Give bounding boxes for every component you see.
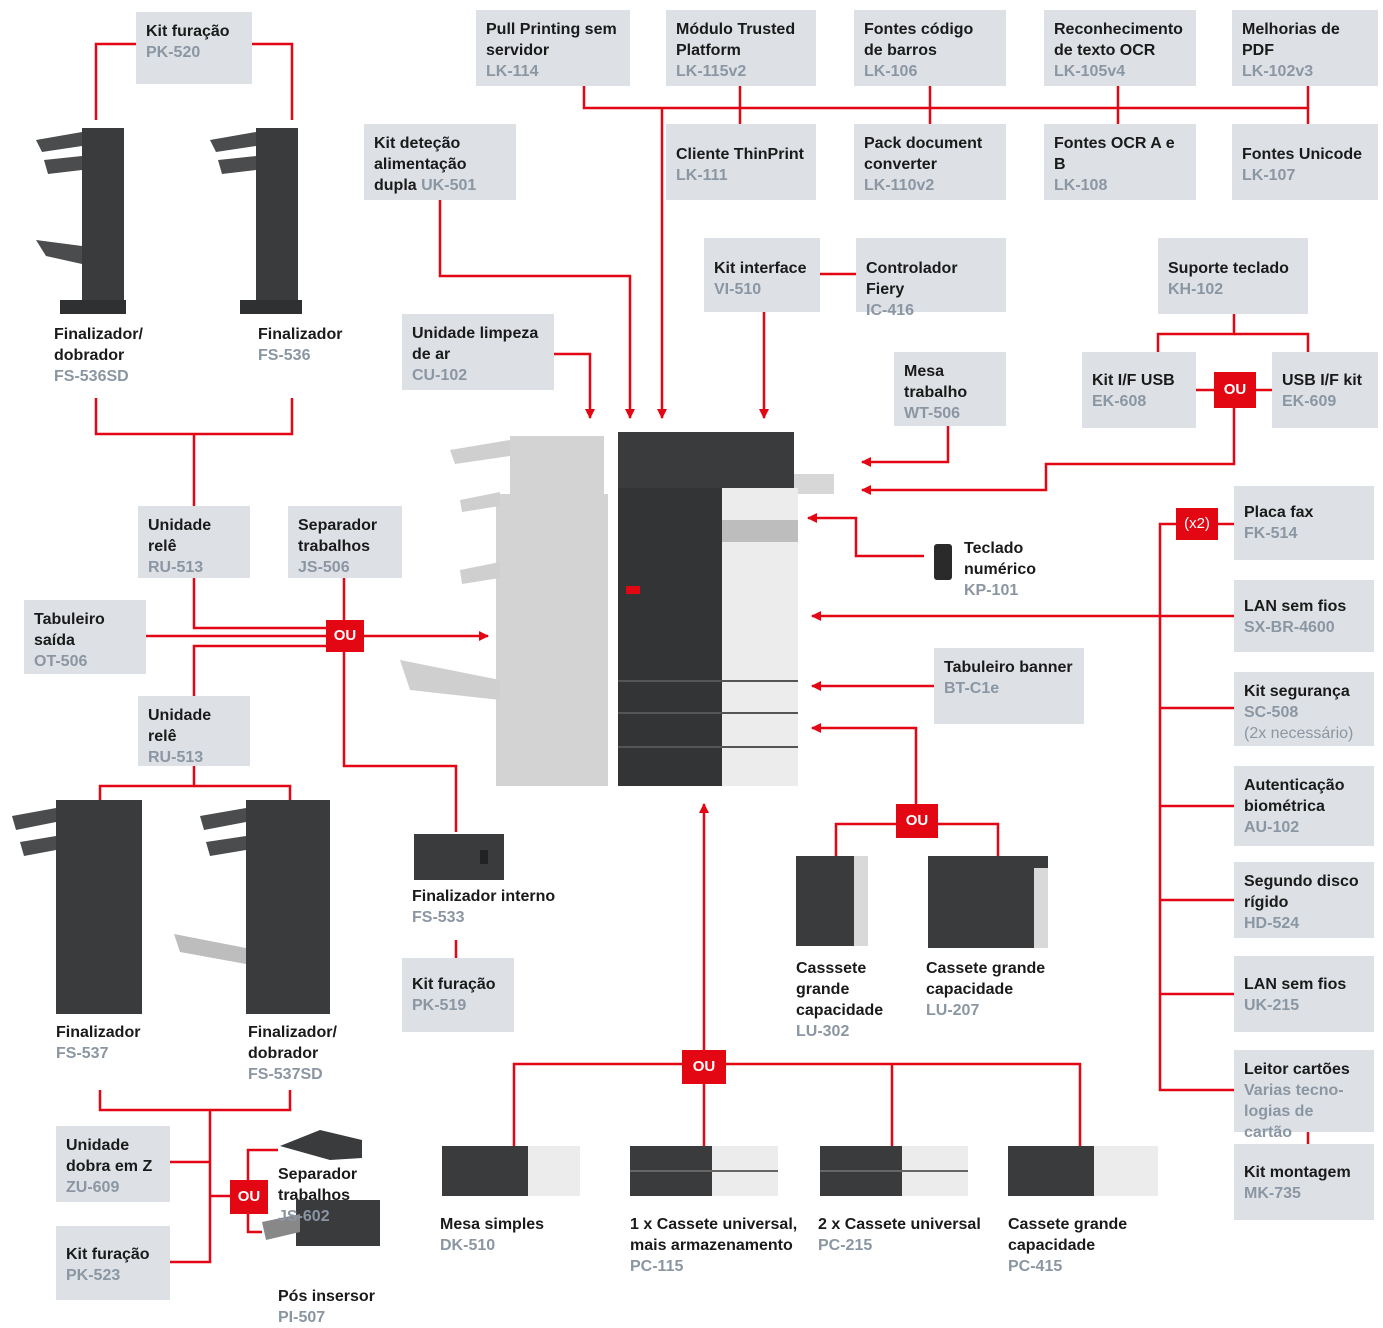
finisher-fs-537-image: [12, 800, 142, 1014]
finisher-fs-536sd-image: [36, 128, 126, 314]
job-separator-js-602-image: [280, 1130, 362, 1160]
or-badge-cassette: OU: [682, 1050, 726, 1084]
lcc-lu-302-image: [796, 856, 868, 946]
desk-dk-510-image: [442, 1146, 580, 1196]
lcc-lu-207-image: [928, 856, 1048, 948]
keypad-kp-101-image: [934, 544, 952, 580]
cassette-pc-415-image: [1008, 1146, 1158, 1196]
option-box-uk-501: Kit deteção alimentação dupla UK-501: [364, 124, 516, 200]
cassette-pc-215-image: [820, 1146, 968, 1196]
mfp-main-unit-image: [400, 432, 834, 786]
or-badge-lcc: OU: [896, 804, 938, 838]
inner-finisher-fs-533-image: [414, 834, 504, 880]
or-badge-usb: OU: [1214, 372, 1256, 408]
cassette-pc-115-image: [630, 1146, 778, 1196]
or-badge-output: OU: [326, 620, 364, 652]
finisher-fs-537sd-image: [174, 800, 330, 1014]
post-inserter-pi-507-image: [262, 1200, 380, 1246]
multiplier-badge: (x2): [1176, 508, 1218, 540]
or-badge-inserter: OU: [230, 1180, 268, 1214]
finisher-fs-536-image: [210, 128, 302, 314]
label-pc-115: 1 x Cassete universal, mais armazenament…: [630, 1216, 798, 1275]
